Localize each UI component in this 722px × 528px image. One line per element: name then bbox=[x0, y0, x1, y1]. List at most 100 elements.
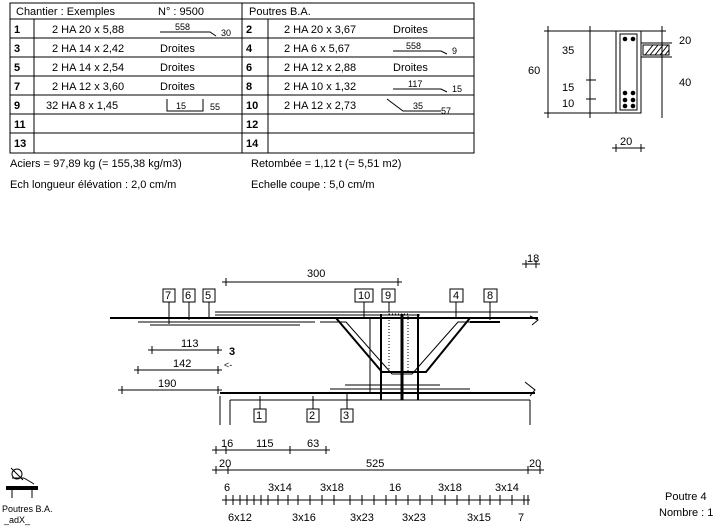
dim-row1: 115 bbox=[256, 438, 274, 450]
beam-count: Nombre : 1 bbox=[659, 507, 713, 519]
section-scale: Echelle coupe : 5,0 cm/m bbox=[251, 179, 375, 191]
bar-tag-top: 4 bbox=[453, 290, 459, 302]
rebar-description: 2 HA 12 x 2,73 bbox=[284, 100, 356, 112]
table-header-number: N° : 9500 bbox=[158, 6, 204, 18]
dim-300: 300 bbox=[307, 268, 325, 280]
shape-end-length: 9 bbox=[452, 46, 457, 56]
shape-label: Droites bbox=[160, 81, 195, 93]
table-header-title: Poutres B.A. bbox=[249, 6, 311, 18]
bar-tag-top: 10 bbox=[358, 290, 370, 302]
row-number: 12 bbox=[246, 119, 258, 131]
dim-113: 113 bbox=[181, 338, 199, 350]
stirrup-spacing-ticks bbox=[225, 495, 529, 505]
bar-tag-top: 6 bbox=[185, 290, 191, 302]
row-number: 1 bbox=[14, 24, 20, 36]
spacing-bottom: 3x23 bbox=[350, 512, 374, 524]
shape-length: 35 bbox=[413, 101, 423, 111]
section-width: 20 bbox=[620, 136, 632, 148]
bar-tag-bottom: 2 bbox=[309, 410, 315, 422]
spacing-bottom: 6x12 bbox=[228, 512, 252, 524]
shape-label: Droites bbox=[160, 43, 195, 55]
section-total-height: 60 bbox=[528, 65, 540, 77]
shape-label: Droites bbox=[393, 62, 428, 74]
rebar-description: 2 HA 20 x 5,88 bbox=[52, 24, 124, 36]
shape-hook-glyph bbox=[393, 50, 448, 55]
rebar-description: 2 HA 20 x 3,67 bbox=[284, 24, 356, 36]
bar-tag-top: 9 bbox=[385, 290, 391, 302]
spacing-top: 3x18 bbox=[320, 482, 344, 494]
row-number: 8 bbox=[246, 81, 252, 93]
cross-section: 60 35 15 10 20 40 20 bbox=[528, 26, 691, 152]
steel-weight-summary: Aciers = 97,89 kg (= 155,38 kg/m3) bbox=[10, 158, 182, 170]
shape-end-length: 15 bbox=[452, 84, 462, 94]
dim-190: 190 bbox=[158, 378, 176, 390]
rebar-description: 2 HA 14 x 2,42 bbox=[52, 43, 124, 55]
arrow-marker: <- bbox=[224, 360, 232, 370]
section-height-bottom: 10 bbox=[562, 98, 574, 110]
shape-hook-glyph bbox=[393, 88, 448, 93]
shape-end-length: 30 bbox=[221, 28, 231, 38]
dim-row2: 525 bbox=[366, 458, 384, 470]
bar-tag-bottom: 3 bbox=[343, 410, 349, 422]
spacing-top: 3x14 bbox=[268, 482, 292, 494]
row-number: 2 bbox=[246, 24, 252, 36]
section-height-mid: 15 bbox=[562, 82, 574, 94]
bar-tag-top: 8 bbox=[487, 290, 493, 302]
dim-142: 142 bbox=[173, 358, 191, 370]
rebar-description: 2 HA 10 x 1,32 bbox=[284, 81, 356, 93]
bar-tag-bottom: 1 bbox=[256, 410, 262, 422]
spacing-bottom: 3x15 bbox=[467, 512, 491, 524]
rebar-description: 32 HA 8 x 1,45 bbox=[46, 100, 118, 112]
shape-length: 15 bbox=[176, 101, 186, 111]
table-header-site: Chantier : Exemples bbox=[16, 6, 116, 18]
row-number: 14 bbox=[246, 138, 259, 150]
shape-length: 558 bbox=[175, 22, 190, 32]
shape-length: 558 bbox=[406, 41, 421, 51]
dim-row1: 63 bbox=[307, 438, 319, 450]
row-number: 6 bbox=[246, 62, 252, 74]
shape-hook-glyph bbox=[160, 31, 217, 37]
rebar-table: Chantier : Exemples N° : 9500 Poutres B.… bbox=[9, 2, 475, 154]
shape-end-length: 57 bbox=[441, 106, 451, 116]
dim-row1: 16 bbox=[221, 438, 233, 450]
shape-end-length: 55 bbox=[210, 102, 220, 112]
row-number: 9 bbox=[14, 100, 20, 112]
app-logo bbox=[6, 467, 38, 498]
spacing-top: 16 bbox=[389, 482, 401, 494]
section-height-top: 35 bbox=[562, 45, 574, 57]
logo-subcaption: _adX_ bbox=[3, 515, 31, 525]
spacing-top: 6 bbox=[224, 482, 230, 494]
rebar-description: 2 HA 12 x 2,88 bbox=[284, 62, 356, 74]
row-number: 13 bbox=[14, 138, 26, 150]
row-number: 11 bbox=[14, 119, 26, 131]
dim-row2: 20 bbox=[219, 458, 231, 470]
rebar-description: 2 HA 12 x 3,60 bbox=[52, 81, 124, 93]
shape-label: Droites bbox=[160, 62, 195, 74]
row-number: 7 bbox=[14, 81, 20, 93]
retombee-summary: Retombée = 1,12 t (= 5,51 m2) bbox=[251, 158, 401, 170]
dim-row2: 20 bbox=[529, 458, 541, 470]
rebar-description: 2 HA 6 x 5,67 bbox=[284, 43, 350, 55]
spacing-bottom: 3x16 bbox=[292, 512, 316, 524]
dim-18: 18 bbox=[527, 253, 539, 265]
shape-label: Droites bbox=[393, 24, 428, 36]
bent-shape-glyph bbox=[386, 98, 441, 112]
bar-tag-top: 5 bbox=[205, 290, 211, 302]
shape-length: 117 bbox=[408, 79, 422, 89]
slab-drop: 40 bbox=[679, 77, 691, 89]
logo-caption: Poutres B.A. bbox=[2, 504, 53, 514]
slab-thickness: 20 bbox=[679, 35, 691, 47]
stirrup-shape-glyph bbox=[166, 99, 204, 112]
row-number: 10 bbox=[246, 100, 258, 112]
beam-name: Poutre 4 bbox=[665, 491, 707, 503]
marker-3: 3 bbox=[229, 346, 235, 358]
spacing-top: 3x18 bbox=[438, 482, 462, 494]
logo-icon bbox=[11, 468, 23, 480]
row-number: 5 bbox=[14, 62, 20, 74]
beam-elevation: 300 18 7 6 5 10 9 4 8 bbox=[110, 253, 544, 524]
row-number: 4 bbox=[246, 43, 253, 55]
spacing-bottom: 7 bbox=[518, 512, 524, 524]
spacing-bottom: 3x23 bbox=[402, 512, 426, 524]
spacing-top: 3x14 bbox=[495, 482, 519, 494]
